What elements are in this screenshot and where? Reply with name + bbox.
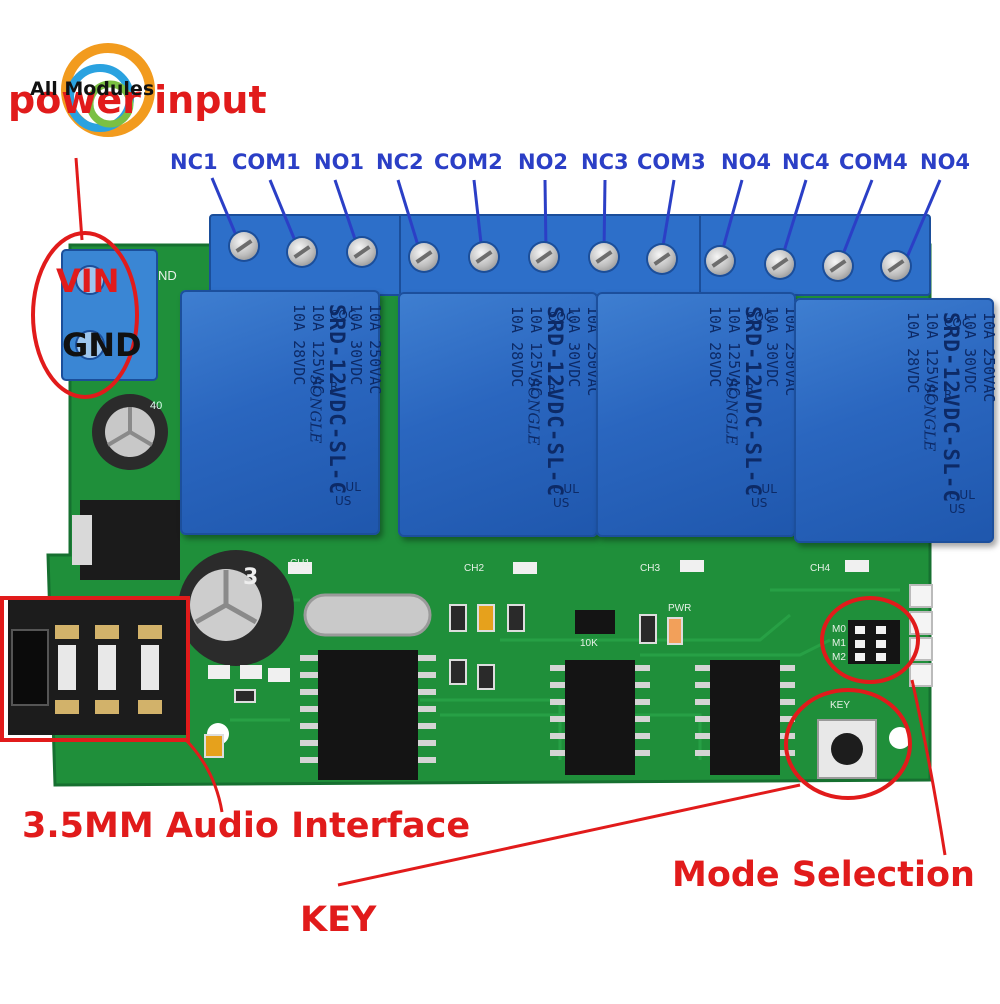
crystal xyxy=(303,593,432,637)
terminal-label-com2: COM2 xyxy=(434,150,503,174)
terminal-screw xyxy=(824,252,852,280)
relay-cert: CQC xyxy=(330,308,357,322)
gnd-label: GND xyxy=(62,326,142,364)
driver-ic xyxy=(565,660,635,775)
audio-highlight-box xyxy=(0,596,190,742)
mode-arrow xyxy=(910,679,947,856)
terminal-screw xyxy=(530,243,558,271)
relay-brand: SONGLE xyxy=(524,376,543,446)
mode-m2-label: M2 xyxy=(832,652,846,663)
ch2-label: CH2 xyxy=(464,563,485,574)
regulator xyxy=(80,500,180,580)
terminal-block xyxy=(209,214,931,296)
res-label: 10K xyxy=(580,638,598,649)
mode-m0-label: M0 xyxy=(832,624,846,635)
terminal-screw xyxy=(348,238,376,266)
terminal-label-com1: COM1 xyxy=(232,150,301,174)
terminal-label-no1: NO1 xyxy=(314,150,365,174)
logo-mark xyxy=(61,43,155,137)
terminal-screw xyxy=(288,238,316,266)
relay-brand: SONGLE xyxy=(722,376,741,446)
relay-ul: c UL US xyxy=(553,482,579,510)
power-input-label: power input xyxy=(8,78,267,122)
logo-text: All Modules xyxy=(30,78,155,100)
terminal-screw xyxy=(230,232,258,260)
relay-r-mark: R xyxy=(548,382,557,396)
ch3-label: CH3 xyxy=(640,563,661,574)
relay-ul: c UL US xyxy=(949,488,975,516)
relay-r-mark: R xyxy=(944,388,953,402)
mode-selection-label: Mode Selection xyxy=(672,855,975,895)
terminal-label-nc1: NC1 xyxy=(170,150,218,174)
main-ic xyxy=(318,650,418,780)
relay-brand: SONGLE xyxy=(306,374,325,444)
cap-mark: 3 xyxy=(243,565,259,590)
key-label: KEY xyxy=(300,900,377,940)
mode-m1-label: M1 xyxy=(832,638,846,649)
terminal-label-no4b: NO4 xyxy=(920,150,971,174)
driver-ic xyxy=(710,660,780,775)
relay-ul: c UL US xyxy=(335,480,361,508)
key-silkscreen: KEY xyxy=(830,700,851,711)
relay-r-mark: R xyxy=(746,382,755,396)
terminal-screw xyxy=(590,243,618,271)
terminal-label-nc4: NC4 xyxy=(782,150,830,174)
terminal-pointers xyxy=(210,177,942,263)
relay-cert: CQC xyxy=(746,310,773,324)
vin-label: VIN xyxy=(56,262,120,300)
mode-circle xyxy=(820,596,920,684)
terminal-screw xyxy=(882,252,910,280)
audio-arrow xyxy=(184,738,224,813)
terminal-screw xyxy=(766,250,794,278)
terminal-label-no4: NO4 xyxy=(721,150,772,174)
terminal-label-com4: COM4 xyxy=(839,150,908,174)
terminal-label-com3: COM3 xyxy=(637,150,706,174)
relay-cert: CQC xyxy=(548,310,575,324)
cap-silkscreen: 40 xyxy=(150,400,163,412)
relay-cert: CQC xyxy=(944,316,971,330)
terminal-label-nc3: NC3 xyxy=(581,150,629,174)
key-circle xyxy=(784,688,912,800)
terminal-screw xyxy=(648,245,676,273)
power-arrow xyxy=(74,157,84,241)
terminal-screw xyxy=(706,247,734,275)
audio-interface-label: 3.5MM Audio Interface xyxy=(22,806,471,846)
terminal-screw xyxy=(470,243,498,271)
mount-hole xyxy=(889,727,911,749)
terminal-label-nc2: NC2 xyxy=(376,150,424,174)
ch4-label: CH4 xyxy=(810,563,831,574)
relay-ul: c UL US xyxy=(751,482,777,510)
key-arrow xyxy=(337,783,801,887)
power-circle xyxy=(31,231,139,399)
terminal-label-no2: NO2 xyxy=(518,150,569,174)
pwr-label: PWR xyxy=(668,603,692,614)
terminal-screw xyxy=(410,243,438,271)
smd-components xyxy=(204,560,869,758)
ch1-label: CH1 xyxy=(290,558,311,569)
relay-r-mark: R xyxy=(330,380,339,394)
relay-brand: SONGLE xyxy=(920,382,939,452)
gnd-silkscreen: ND xyxy=(158,268,177,283)
